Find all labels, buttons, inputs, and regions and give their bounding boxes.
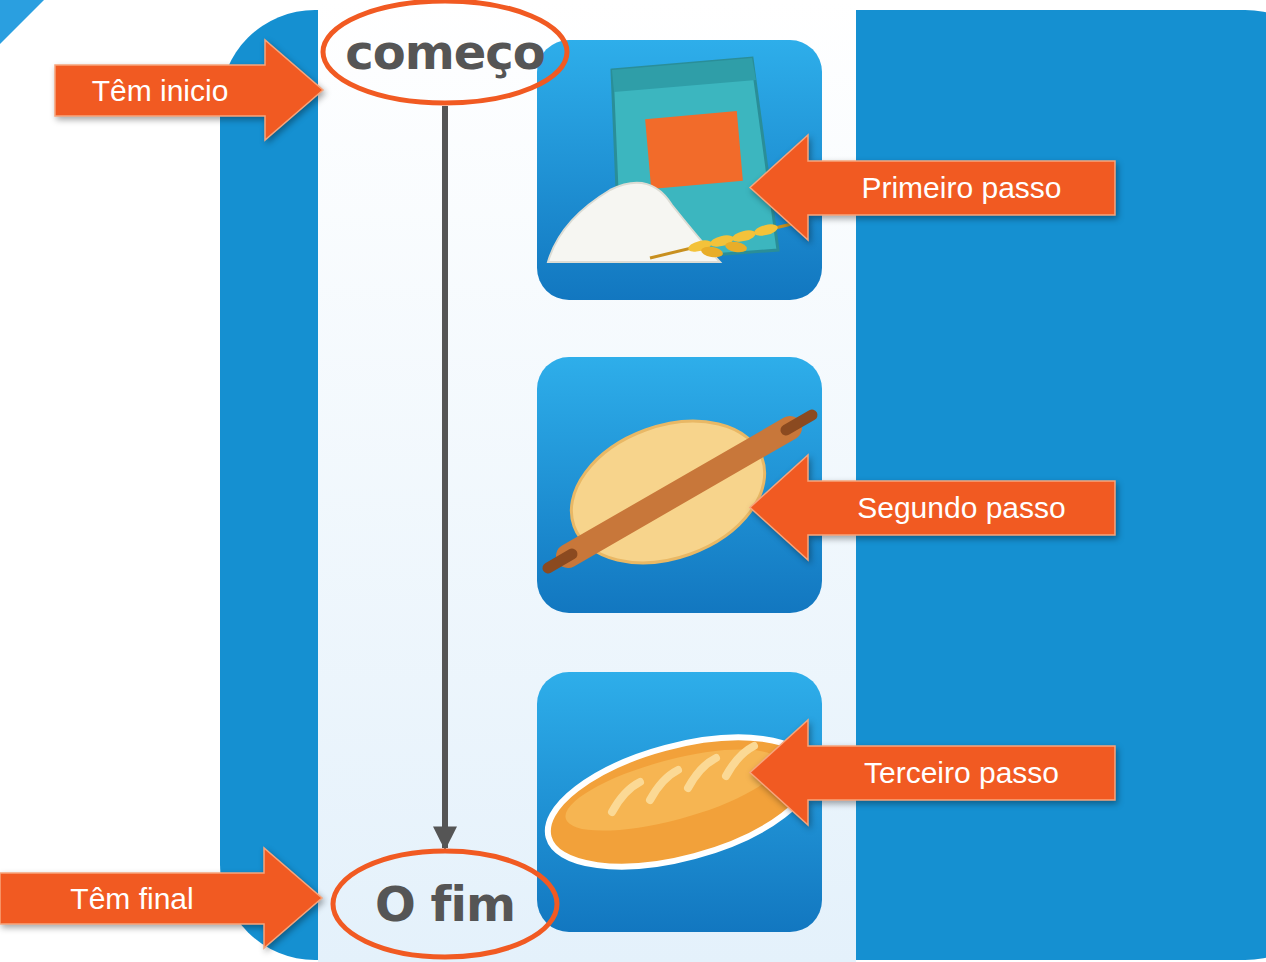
bread-cut [688, 758, 716, 788]
circled-term: O fim [330, 848, 560, 960]
text-area: Segundo passo [808, 481, 1115, 535]
callout-label: Têm final [70, 882, 193, 916]
text-area: Primeiro passo [808, 161, 1115, 215]
term-label: começo [345, 24, 544, 80]
flour-pile [548, 183, 720, 262]
highlight-ellipse [333, 851, 557, 957]
rolling-pin [568, 428, 790, 556]
highlight-ellipse [323, 1, 567, 103]
pin-handle [786, 415, 812, 430]
bread-highlight [558, 733, 786, 848]
wheat [650, 222, 800, 259]
wheat-stem [650, 222, 800, 258]
text-area: começo [320, 0, 570, 106]
flour-bag-top [612, 58, 756, 92]
text-area: Terceiro passo [808, 746, 1115, 800]
callout-arrow: Primeiro passo [750, 135, 1115, 240]
wheat-grain [731, 228, 757, 244]
flour-label [645, 111, 743, 189]
arrow-shape [750, 135, 1115, 240]
circled-term: começo [320, 0, 570, 106]
callout-label: Têm inicio [92, 74, 229, 108]
arrow-shape [0, 848, 322, 948]
callout-arrow: Têm final [0, 848, 322, 948]
text-area: O fim [330, 848, 560, 960]
callout-label: Segundo passo [857, 491, 1066, 525]
pin-handle [548, 554, 572, 568]
term-label: O fim [375, 876, 515, 932]
text-area: Têm final [0, 873, 264, 924]
callout-label: Terceiro passo [864, 756, 1059, 790]
flow-arrow [442, 106, 448, 848]
wheat-grain [724, 240, 747, 254]
callout-arrow: Segundo passo [750, 455, 1115, 560]
white-panel [318, 0, 856, 962]
text-area: Têm inicio [55, 65, 265, 116]
corner-stripe [0, 0, 44, 44]
callout-arrow: Terceiro passo [750, 720, 1115, 825]
arrow-shape [750, 455, 1115, 560]
arrow-shape [750, 720, 1115, 825]
wheat-grain [700, 245, 723, 259]
bread-cut [612, 782, 640, 812]
wheat-grain [753, 222, 779, 238]
callout-label: Primeiro passo [861, 171, 1061, 205]
bread-cut [650, 770, 678, 800]
bread-cut [726, 746, 754, 776]
bread-cuts [612, 746, 754, 812]
arrow-shape [55, 40, 323, 140]
callout-arrow: Têm inicio [55, 40, 323, 140]
